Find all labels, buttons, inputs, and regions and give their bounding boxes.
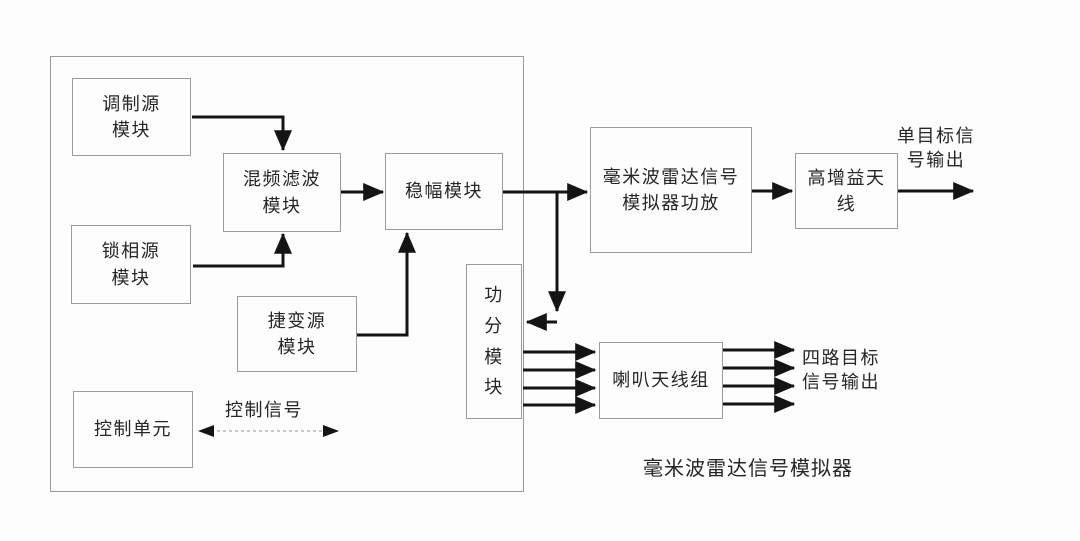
block-control-unit-label: 控制单元	[94, 419, 172, 440]
block-power-divider-label: 功 分 模 块	[484, 285, 504, 398]
block-mixer-filter: 混频滤波 模块	[223, 153, 341, 232]
block-simulator-power-amp-label: 毫米波雷达信号 模拟器功放	[602, 166, 740, 213]
block-horn-antenna-group: 喇叭天线组	[599, 342, 723, 419]
block-control-unit: 控制单元	[73, 391, 193, 468]
arrow-agile-to-stabilizer	[357, 231, 416, 337]
block-pll-source: 锁相源 模块	[71, 225, 191, 304]
arrow-modulation-to-mixer	[192, 115, 292, 152]
block-amplitude-stabilizer: 稳幅模块	[385, 153, 503, 230]
block-agile-source-label: 捷变源 模块	[267, 310, 327, 357]
block-power-divider: 功 分 模 块	[466, 264, 522, 419]
label-four-way-target-output: 四路目标 信号输出	[802, 348, 880, 393]
label-single-target-output: 单目标信 号输出	[897, 126, 975, 171]
arrow-pll-to-mixer	[193, 232, 292, 268]
block-modulation-source-label: 调制源 模块	[102, 93, 161, 140]
block-simulator-power-amp: 毫米波雷达信号 模拟器功放	[590, 127, 752, 253]
figure-caption: 毫米波雷达信号模拟器	[643, 458, 853, 480]
block-agile-source: 捷变源 模块	[237, 296, 357, 372]
block-horn-antenna-group-label: 喇叭天线组	[612, 370, 710, 391]
block-high-gain-antenna-label: 高增益天 线	[807, 167, 886, 214]
block-amplitude-stabilizer-label: 稳幅模块	[405, 181, 483, 202]
label-control-signal: 控制信号	[225, 400, 303, 420]
block-pll-source-label: 锁相源 模块	[101, 241, 161, 288]
block-mixer-filter-label: 混频滤波 模块	[243, 169, 321, 216]
simulator-group-frame	[50, 56, 524, 492]
block-high-gain-antenna: 高增益天 线	[795, 153, 898, 229]
block-modulation-source: 调制源 模块	[72, 78, 191, 156]
